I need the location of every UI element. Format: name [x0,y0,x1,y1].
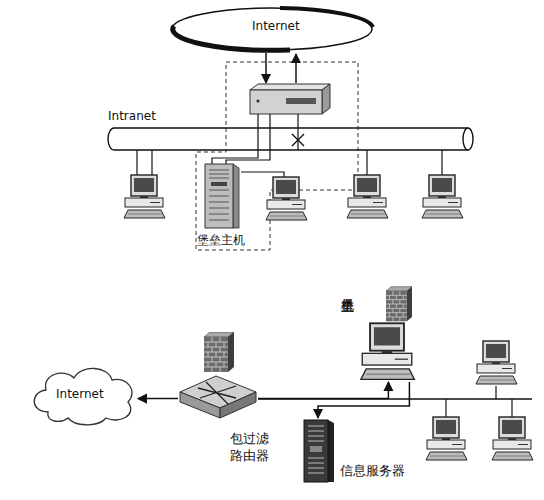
node-label: Intranet [108,108,156,125]
drop-line [511,399,512,418]
lan-bus [258,398,388,400]
node-shape [203,162,241,230]
cloud-outline [34,368,132,424]
internet-ellipse: Internet [170,6,375,52]
bastion-link [212,114,258,164]
packet-filter-router: 包过滤路由器 [178,370,258,422]
workstation [426,417,467,460]
workstation [476,341,517,384]
connector [258,382,388,399]
gateway-device [250,90,322,114]
firewall-icon [386,287,412,322]
connector [318,382,409,418]
drop-line [441,150,442,176]
node-label: Internet [252,18,300,35]
gateway-side [322,84,330,114]
bus-end [463,128,473,150]
tower-vents [209,170,229,220]
lan-bus [388,398,532,400]
drop-line [136,150,137,176]
internet-cloud: Internet [28,362,138,428]
firewall-icon [204,332,234,372]
workstation [492,417,533,460]
bus-end [108,128,114,150]
bus-band [114,128,468,150]
bastion-to-pc-link [241,172,284,177]
node-shape [178,370,258,422]
drop-line [151,150,152,176]
server-vents [308,426,324,473]
gateway-led [256,99,259,102]
drop-line [495,386,496,399]
drop-line [366,150,367,176]
workstation [347,175,388,218]
node-shape [100,108,475,152]
router-side [220,392,256,418]
bastion-host: 堡垒主机 [203,162,241,230]
drive-bay [211,182,227,186]
ellipse-outline [172,8,372,50]
bastion-link [226,114,270,164]
server-panel [310,446,322,452]
connector [138,398,178,400]
node-label: 堡垒主机 [197,232,245,249]
information-server: 信息服务器 [298,418,338,484]
workstation [266,177,307,220]
node-shape [298,418,338,484]
node-shape [338,286,422,382]
gateway-panel [286,98,316,104]
router-arrows [198,382,236,404]
tower-side [233,164,239,228]
gateway-top [250,84,330,90]
node-label: 信息服务器 [340,462,405,479]
outbound-arrow [295,54,297,83]
host-computer [361,323,414,379]
firewall-boundary [196,62,358,250]
bastion-host: 堡垒主机 [338,286,422,382]
tower-case [205,164,233,228]
node-label: 包过滤路由器 [230,430,270,464]
drop-line [445,399,446,418]
server-case [304,420,328,482]
router-side [180,392,220,418]
workstation [422,175,463,218]
intranet-bus: Intranet [100,108,475,152]
server-side [328,420,334,482]
node-label: Internet [56,386,104,403]
inbound-arrow [265,53,267,83]
blocked-link [297,114,298,150]
workstation [124,175,165,218]
blocked-mark [292,134,304,146]
